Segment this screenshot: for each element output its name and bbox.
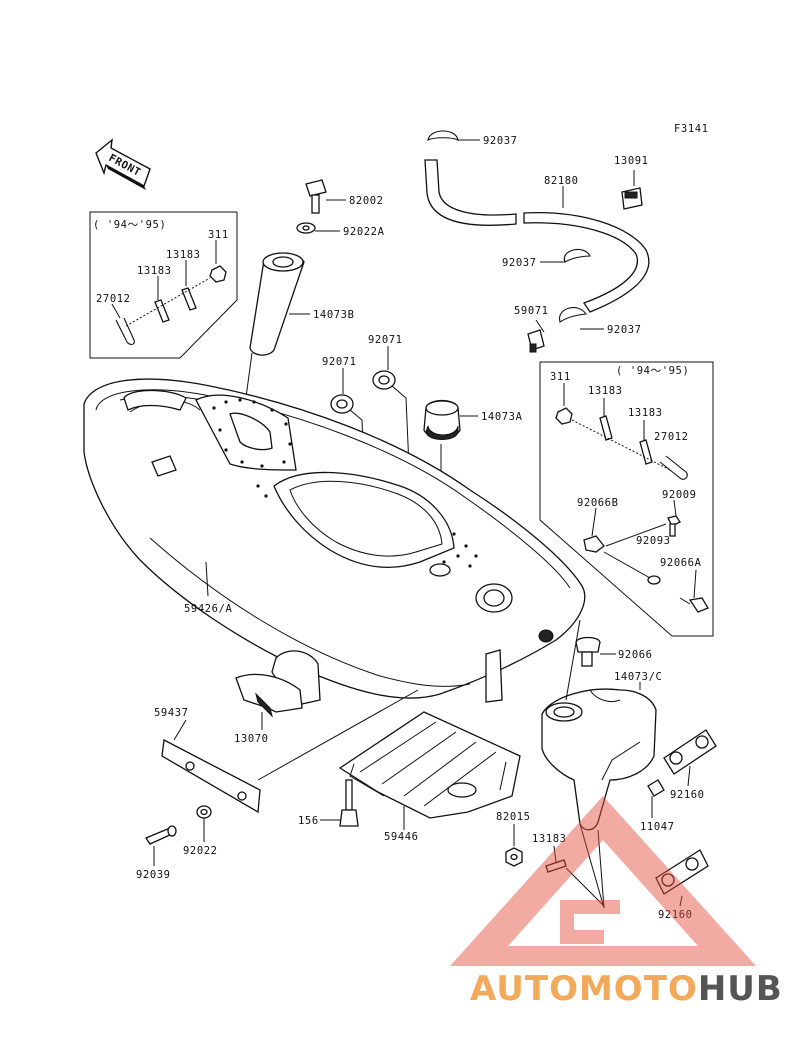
pin-13183c — [545, 845, 567, 873]
label-27012-right: 27012 — [654, 431, 689, 443]
inset-right-label: ( '94～'95) — [616, 365, 689, 377]
washer-92022 — [196, 805, 212, 842]
label-92037a: 92037 — [483, 135, 518, 147]
label-82015: 82015 — [496, 811, 531, 823]
figure-code: F3141 — [674, 123, 709, 135]
label-92160b: 92160 — [658, 909, 693, 921]
label-59446: 59446 — [384, 831, 419, 843]
inset-right: ( '94～'95) — [539, 361, 714, 637]
inset-left-label: ( '94～'95) — [93, 219, 166, 231]
label-92160a: 92160 — [670, 789, 705, 801]
label-156: 156 — [298, 815, 319, 827]
label-13183-left-a: 13183 — [166, 249, 201, 261]
screw-11047 — [647, 779, 665, 818]
label-14073c: 14073/C — [614, 671, 662, 683]
hose-long — [523, 211, 650, 313]
grommets-group — [330, 346, 413, 537]
label-13183-right-a: 13183 — [588, 385, 623, 397]
label-92093: 92093 — [636, 535, 671, 547]
grate-59446 — [338, 711, 521, 830]
label-11047: 11047 — [640, 821, 675, 833]
label-13183-left-b: 13183 — [137, 265, 172, 277]
label-82180: 82180 — [544, 175, 579, 187]
label-92022: 92022 — [183, 845, 218, 857]
bolt-156 — [320, 779, 359, 827]
label-82002: 82002 — [349, 195, 384, 207]
sponson-59437 — [161, 689, 419, 814]
label-92066b: 92066B — [577, 497, 619, 509]
pipe-14073c — [541, 619, 657, 909]
label-92066: 92066 — [618, 649, 653, 661]
plate-92160a — [663, 729, 717, 787]
label-59071: 59071 — [514, 305, 549, 317]
hose-short — [424, 159, 517, 226]
hull-59426 — [83, 378, 586, 703]
duct-13070 — [235, 650, 321, 730]
label-14073a: 14073A — [481, 411, 523, 423]
label-92022a: 92022A — [343, 226, 385, 238]
hose-clamp-mid — [563, 248, 591, 263]
part-labels: 92037 82180 13091 92037 59071 92037 8200… — [96, 135, 705, 921]
filler-neck-group — [243, 179, 346, 413]
label-13070: 13070 — [234, 733, 269, 745]
label-92039: 92039 — [136, 869, 171, 881]
watermark-part1: AUTOMOTO — [470, 969, 698, 1009]
nut-82015 — [505, 824, 523, 867]
triangle-logo-icon — [450, 796, 756, 966]
label-311-left: 311 — [208, 229, 229, 241]
label-13183c: 13183 — [532, 833, 567, 845]
label-13183-right-b: 13183 — [628, 407, 663, 419]
bolt-92039 — [145, 825, 177, 866]
label-311-right: 311 — [550, 371, 571, 383]
label-92066a: 92066A — [660, 557, 702, 569]
front-arrow-icon: FRONT — [95, 138, 151, 190]
label-92037b: 92037 — [502, 257, 537, 269]
inset-left: ( '94～'95) — [89, 211, 238, 359]
label-59437: 59437 — [154, 707, 189, 719]
label-92037c: 92037 — [607, 324, 642, 336]
label-59426: 59426/A — [184, 603, 233, 615]
vent-hose-group — [424, 130, 650, 353]
hose-clamp-low — [559, 307, 587, 323]
watermark-text: AUTOMOTOHUB — [470, 969, 783, 1009]
hose-clamp-top — [427, 130, 459, 141]
label-92071-top: 92071 — [368, 334, 403, 346]
watermark-part2: HUB — [698, 969, 783, 1009]
label-13091: 13091 — [614, 155, 649, 167]
bolt-92066 — [575, 636, 616, 667]
label-27012-left: 27012 — [96, 293, 131, 305]
label-14073b: 14073B — [313, 309, 355, 321]
label-92071-mid: 92071 — [322, 356, 357, 368]
watermark-logo — [450, 796, 756, 966]
label-92009: 92009 — [662, 489, 697, 501]
plate-92160b — [565, 849, 709, 907]
